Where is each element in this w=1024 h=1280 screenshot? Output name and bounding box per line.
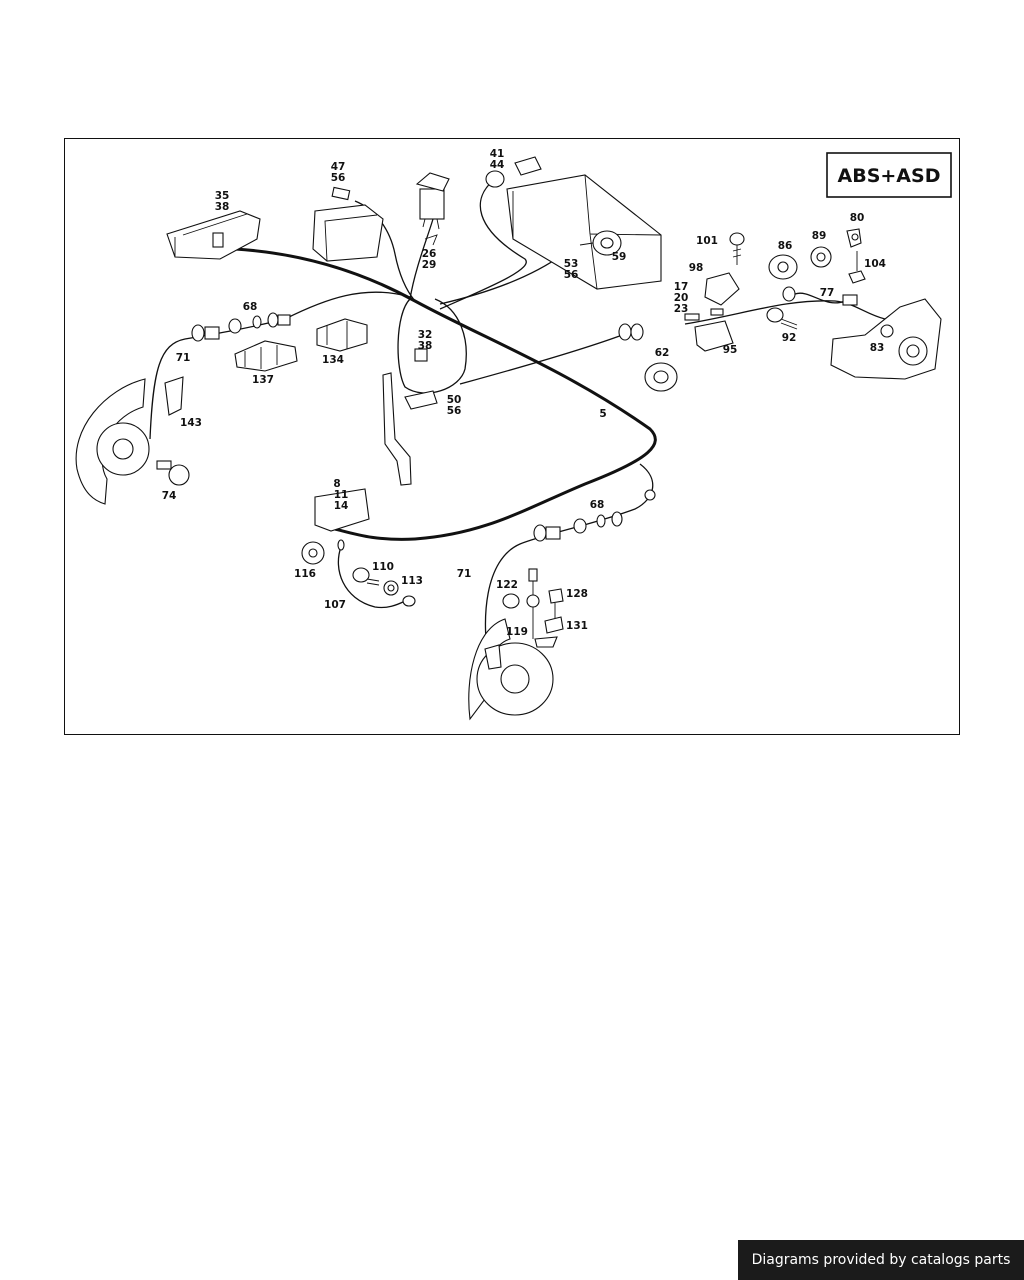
label-116: 116 [294, 568, 316, 580]
label-137: 137 [252, 374, 274, 386]
harness-branch-relay [409, 218, 434, 300]
left-brake-disc [75, 376, 184, 505]
label-134: 134 [322, 354, 344, 366]
label-32: 32 [418, 329, 433, 341]
label-80: 80 [850, 212, 865, 224]
label-56-b: 56 [564, 269, 579, 281]
tag-clip [710, 308, 724, 316]
label-11: 11 [334, 489, 349, 501]
bushing-86 [768, 254, 798, 280]
bracket-strap [382, 372, 438, 486]
harness-branch-right-wheel [484, 463, 654, 670]
bolt-74 [156, 460, 190, 486]
hub-carrier-83 [830, 298, 942, 380]
sensor-119 [526, 568, 540, 639]
label-74: 74 [162, 490, 177, 502]
right-sensor-connector [533, 489, 656, 542]
label-44: 44 [490, 159, 505, 171]
cap-122 [502, 593, 520, 609]
label-56-c: 56 [447, 405, 462, 417]
control-unit-35-38 [166, 210, 261, 260]
label-47: 47 [331, 161, 346, 173]
label-56-a: 56 [331, 172, 346, 184]
label-14: 14 [334, 500, 349, 512]
component-59 [579, 230, 622, 256]
label-62: 62 [655, 347, 670, 359]
module-47-56 [312, 186, 384, 262]
washer-113 [383, 580, 399, 596]
label-38: 38 [215, 201, 230, 213]
bracket-8-11-14 [314, 488, 370, 532]
star-washer-116 [301, 541, 325, 565]
harness-branch-right-sensor [684, 300, 886, 325]
label-89: 89 [812, 230, 827, 242]
label-53: 53 [564, 258, 579, 270]
label-26: 26 [422, 248, 437, 260]
screw-101 [729, 232, 745, 265]
label-77: 77 [820, 287, 835, 299]
right-brake-disc [468, 618, 554, 721]
clip-98 [704, 272, 740, 306]
harness-branch-loop [397, 298, 467, 394]
label-83: 83 [870, 342, 885, 354]
label-41: 41 [490, 148, 505, 160]
grommet-62 [644, 362, 678, 392]
nut-104 [848, 251, 866, 284]
label-128: 128 [566, 588, 588, 600]
bolt-110 [352, 567, 380, 586]
bracket-95 [694, 320, 734, 352]
label-86: 86 [778, 240, 793, 252]
label-20: 20 [674, 292, 689, 304]
pump-41-44 [485, 156, 542, 188]
sensor-cable-77 [782, 286, 858, 306]
label-68-right: 68 [590, 499, 605, 511]
label-38-b: 38 [418, 340, 433, 352]
label-59: 59 [612, 251, 627, 263]
label-113: 113 [401, 575, 423, 587]
label-101: 101 [696, 235, 718, 247]
label-68-left: 68 [243, 301, 258, 313]
diagram-frame: ABS+ASD 35 38 47 56 26 29 41 44 [64, 138, 960, 735]
label-119: 119 [506, 626, 528, 638]
label-50: 50 [447, 394, 462, 406]
label-92: 92 [782, 332, 797, 344]
bolt-92 [766, 307, 798, 330]
harness-branch-pump [439, 178, 527, 310]
label-35: 35 [215, 190, 230, 202]
wiring-harness-diagram: ABS+ASD 35 38 47 56 26 29 41 44 [75, 148, 952, 721]
footer-credit: Diagrams provided by catalogs parts [738, 1240, 1024, 1280]
harness-branch-rear [459, 333, 626, 385]
label-98: 98 [689, 262, 704, 274]
bracket-80 [846, 228, 862, 248]
connector-134 [316, 318, 368, 352]
bolt-128 [548, 588, 564, 619]
label-71-left: 71 [176, 352, 191, 364]
label-104: 104 [864, 258, 886, 270]
label-107: 107 [324, 599, 346, 611]
clamp-131 [534, 616, 564, 648]
label-110: 110 [372, 561, 394, 573]
label-5: 5 [599, 408, 606, 420]
label-143: 143 [180, 417, 202, 429]
bushing-89 [810, 246, 832, 268]
abs-asd-badge: ABS+ASD [826, 152, 952, 198]
label-122: 122 [496, 579, 518, 591]
label-8: 8 [333, 478, 340, 490]
relay-26-29 [415, 172, 450, 246]
left-sensor-connector [191, 312, 291, 342]
connector-137 [234, 340, 298, 372]
label-17: 17 [674, 281, 689, 293]
label-131: 131 [566, 620, 588, 632]
badge-text: ABS+ASD [838, 165, 941, 187]
tag-17-20-23 [684, 313, 700, 321]
label-29: 29 [422, 259, 437, 271]
reservoir-box [506, 174, 662, 290]
label-95: 95 [723, 344, 738, 356]
tag-32-38 [414, 348, 428, 362]
label-23: 23 [674, 303, 689, 315]
label-71-right: 71 [457, 568, 472, 580]
main-harness-5 [234, 247, 657, 541]
ground-lead-107 [337, 539, 416, 609]
grommet-small [618, 323, 644, 341]
